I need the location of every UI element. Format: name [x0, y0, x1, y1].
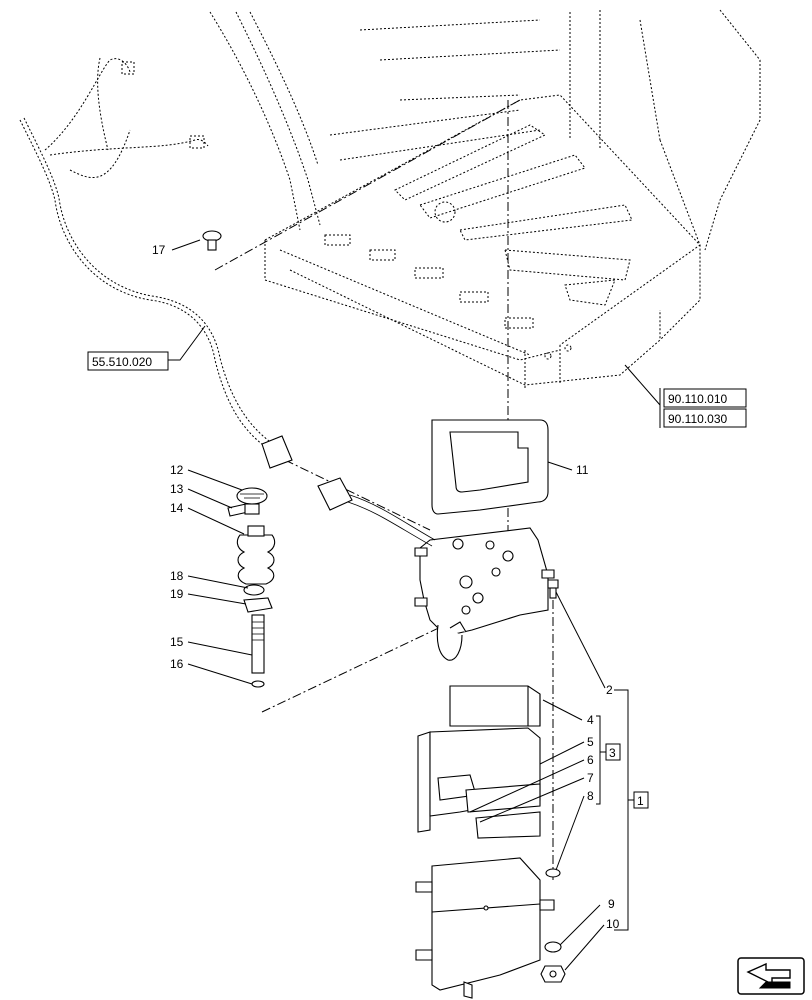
- callout-16: 16: [170, 657, 184, 671]
- reference-boxes: 55.510.020 90.110.010 90.110.030: [87, 351, 747, 428]
- connector-cable: [261, 435, 436, 547]
- leader-lines: [168, 239, 661, 971]
- callout-12: 12: [170, 463, 184, 477]
- cab-floor-structure: [209, 9, 761, 390]
- callout-6: 6: [587, 753, 594, 767]
- switch-assembly: [227, 487, 276, 688]
- callout-1: 1: [637, 794, 644, 808]
- cover-plate-part-11: [431, 419, 549, 515]
- callout-5: 5: [587, 735, 594, 749]
- reference-label: 90.110.010: [668, 392, 727, 406]
- arrow-navigation-icon[interactable]: [737, 957, 805, 995]
- mounting-bracket: [414, 527, 555, 661]
- callout-10: 10: [606, 917, 620, 931]
- lower-housing: [415, 857, 555, 999]
- callout-2: 2: [606, 683, 613, 697]
- wiring-harness: [19, 57, 277, 451]
- assembly-lines: [214, 99, 554, 880]
- callout-9: 9: [608, 897, 615, 911]
- callout-19: 19: [170, 587, 184, 601]
- callout-8: 8: [587, 789, 594, 803]
- callout-7: 7: [587, 771, 594, 785]
- reference-label: 55.510.020: [92, 355, 152, 369]
- callout-15: 15: [170, 635, 184, 649]
- reference-55-510-020[interactable]: 55.510.020: [87, 351, 169, 371]
- reference-90-110-030[interactable]: 90.110.030: [663, 408, 747, 428]
- callout-17: 17: [152, 243, 166, 257]
- callout-3: 3: [609, 746, 616, 760]
- callout-14: 14: [170, 501, 184, 515]
- callout-4: 4: [587, 713, 594, 727]
- callout-labels: 12 13 14 18 19 15 16 17 11 2 4 5 6 7 8 9…: [152, 243, 649, 931]
- callout-18: 18: [170, 569, 184, 583]
- fasteners: [202, 230, 566, 983]
- reference-label: 90.110.030: [668, 412, 727, 426]
- insulation-pads: [417, 685, 541, 839]
- callout-13: 13: [170, 482, 184, 496]
- callout-11: 11: [576, 463, 589, 477]
- reference-90-110-010[interactable]: 90.110.010: [663, 388, 747, 408]
